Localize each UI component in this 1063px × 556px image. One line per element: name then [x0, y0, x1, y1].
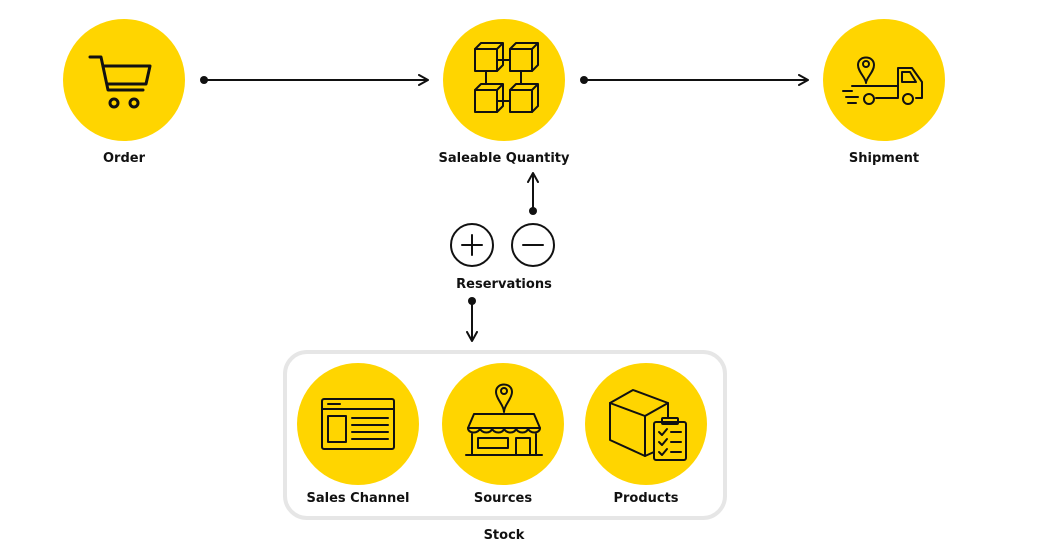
stock-label: Stock: [484, 528, 525, 543]
node-sources-label: Sources: [474, 491, 532, 506]
node-products: Products: [585, 363, 707, 506]
node-saleable-label: Saleable Quantity: [439, 151, 571, 166]
node-sales-channel: Sales Channel: [297, 363, 419, 506]
node-reservations-label: Reservations: [456, 277, 552, 292]
node-shipment-label: Shipment: [849, 151, 919, 166]
node-shipment-circle: [823, 19, 945, 141]
connector-reservations-to-stock: [466, 297, 478, 342]
node-reservations: Reservations: [450, 223, 555, 292]
node-order-circle: [63, 19, 185, 141]
node-order: Order: [63, 19, 185, 166]
node-sources: Sources: [442, 363, 564, 506]
connector-saleable-to-shipment: [580, 74, 809, 86]
stock-panel: Sales Channel Sources: [283, 350, 727, 520]
node-order-label: Order: [103, 151, 146, 166]
browser-window-icon: [321, 398, 395, 450]
node-saleable-quantity: Saleable Quantity: [439, 19, 571, 166]
node-products-label: Products: [613, 491, 678, 506]
connector-reservations-to-saleable: [527, 172, 539, 215]
node-sales-channel-label: Sales Channel: [306, 491, 409, 506]
box-checklist-icon: [609, 389, 687, 461]
minus-circle-icon: [511, 223, 555, 267]
storefront-icon: [465, 383, 543, 456]
node-shipment: Shipment: [823, 19, 945, 166]
node-sources-circle: [442, 363, 564, 485]
connector-order-to-saleable: [200, 74, 429, 86]
plus-circle-icon: [450, 223, 494, 267]
cubes-network-icon: [474, 42, 539, 113]
node-saleable-circle: [443, 19, 565, 141]
delivery-truck-icon: [842, 56, 923, 105]
shopping-cart-icon: [88, 55, 152, 109]
